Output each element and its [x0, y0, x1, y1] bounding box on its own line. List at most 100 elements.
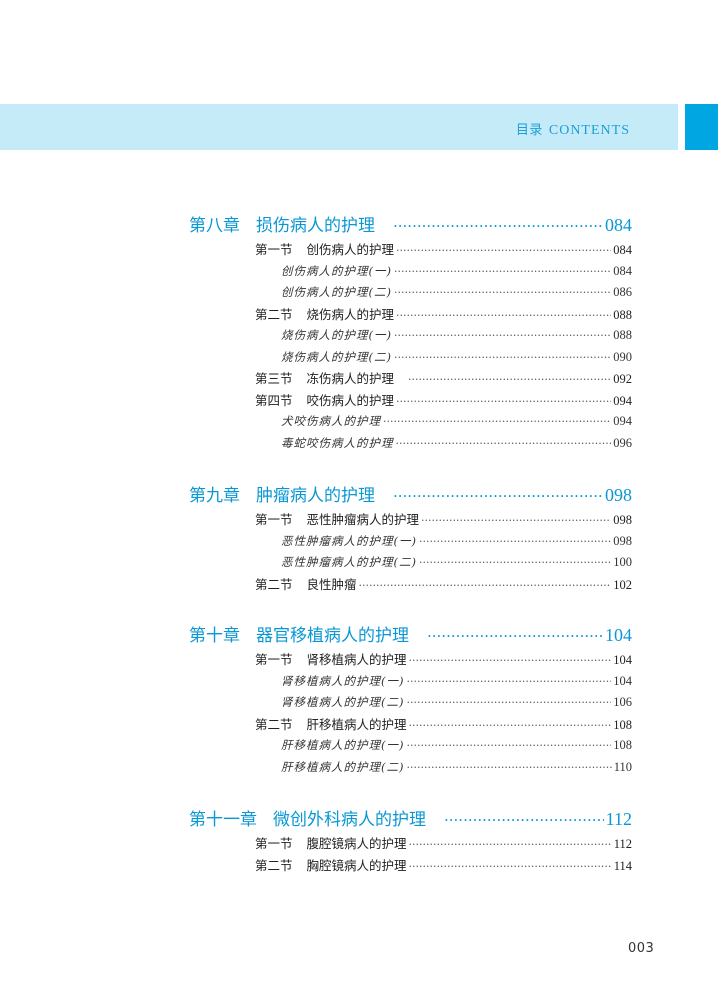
entry-page: 100 — [613, 555, 632, 569]
dot-leader — [394, 282, 611, 304]
entry-page: 112 — [613, 837, 632, 851]
header-title: 目录 CONTENTS — [516, 119, 630, 139]
entry-title: 咬伤病人的护理 — [306, 392, 395, 408]
toc-entry[interactable]: 第四节咬伤病人的护理094 — [189, 390, 632, 412]
dot-leader — [444, 806, 604, 834]
toc-entry[interactable]: 犬咬伤病人的护理094 — [189, 411, 632, 433]
toc-entry[interactable]: 第一节恶性肿瘤病人的护理098 — [189, 509, 632, 531]
toc-entry[interactable]: 肾移植病人的护理(一)104 — [189, 671, 632, 693]
toc-chapter-10: 第十章 器官移植病人的护理 104 第一节肾移植病人的护理104 肾移植病人的护… — [189, 621, 632, 778]
entry-page: 108 — [613, 717, 632, 732]
chapter-heading[interactable]: 第九章 肿瘤病人的护理 098 — [189, 481, 632, 509]
entry-page: 104 — [613, 653, 632, 667]
entry-page: 096 — [613, 435, 632, 450]
chapter-title: 器官移植病人的护理 — [256, 626, 409, 646]
dot-leader — [406, 735, 611, 757]
entry-title: 肝移植病人的护理(一) — [281, 738, 405, 752]
entry-title: 恶性肿瘤病人的护理(二) — [281, 555, 417, 569]
toc-entry[interactable]: 肝移植病人的护理(一) 108 — [189, 735, 632, 757]
entry-page: 084 — [613, 243, 632, 257]
entry-title: 肝移植病人的护理(二) — [281, 759, 405, 774]
toc-entry[interactable]: 第一节肾移植病人的护理104 — [189, 649, 632, 671]
toc-entry[interactable]: 创伤病人的护理(一)084 — [189, 261, 632, 283]
dot-leader — [419, 531, 611, 553]
section-number: 第三节 — [255, 371, 293, 386]
header-title-en: CONTENTS — [548, 123, 630, 138]
entry-title: 肾移植病人的护理(一) — [281, 673, 405, 688]
dot-leader — [408, 369, 611, 391]
entry-page: 086 — [613, 285, 632, 299]
chapter-page: 098 — [605, 485, 632, 505]
chapter-heading[interactable]: 第八章 损伤病人的护理 084 — [189, 211, 632, 239]
toc-entry[interactable]: 恶性肿瘤病人的护理(二) 100 — [189, 552, 632, 574]
toc-entry[interactable]: 第二节烧伤病人的护理088 — [189, 304, 632, 326]
entry-page: 102 — [613, 577, 632, 592]
chapter-page: 112 — [605, 809, 632, 829]
dot-leader — [393, 212, 603, 240]
page-number: 003 — [628, 941, 655, 956]
toc-entry[interactable]: 第二节胸腔镜病人的护理114 — [189, 855, 632, 877]
section-number: 第一节 — [255, 512, 293, 527]
toc-entry[interactable]: 第一节腹腔镜病人的护理112 — [189, 833, 632, 855]
chapter-number: 第十一章 — [189, 810, 257, 830]
entry-title: 恶性肿瘤病人的护理(一) — [281, 533, 417, 548]
entry-page: 084 — [613, 263, 632, 278]
section-number: 第二节 — [255, 716, 293, 732]
header-tab-marker — [685, 104, 718, 150]
chapter-heading[interactable]: 第十一章 微创外科病人的护理 112 — [189, 805, 632, 833]
entry-page: 088 — [613, 307, 632, 322]
chapter-number: 第十章 — [189, 626, 240, 646]
toc-entry[interactable]: 创伤病人的护理(二) 086 — [189, 282, 632, 304]
dot-leader — [359, 575, 612, 597]
entry-title: 良性肿瘤 — [306, 576, 357, 592]
chapter-title: 损伤病人的护理 — [256, 216, 375, 236]
entry-title: 烧伤病人的护理 — [306, 306, 395, 322]
dot-leader — [394, 347, 611, 369]
dot-leader — [409, 856, 612, 878]
entry-page: 108 — [613, 738, 632, 752]
dot-leader — [396, 305, 611, 327]
entry-page: 088 — [613, 328, 632, 342]
toc-entry[interactable]: 毒蛇咬伤病人的护理096 — [189, 433, 632, 455]
toc-entry[interactable]: 恶性肿瘤病人的护理(一) 098 — [189, 531, 632, 553]
dot-leader — [421, 510, 611, 532]
toc-entry[interactable]: 肝移植病人的护理(二) 110 — [189, 757, 632, 779]
toc-entry[interactable]: 烧伤病人的护理(二) 090 — [189, 347, 632, 369]
section-number: 第一节 — [255, 242, 293, 257]
dot-leader — [409, 834, 612, 856]
dot-leader — [406, 671, 611, 693]
entry-page: 110 — [613, 759, 632, 774]
entry-page: 092 — [613, 372, 632, 386]
entry-page: 090 — [613, 349, 632, 364]
entry-title: 烧伤病人的护理(二) — [281, 349, 392, 364]
section-number: 第二节 — [255, 576, 293, 592]
chapter-number: 第九章 — [189, 486, 240, 506]
toc-entry[interactable]: 第一节创伤病人的护理084 — [189, 239, 632, 261]
toc-chapter-9: 第九章 肿瘤病人的护理 098 第一节恶性肿瘤病人的护理098 恶性肿瘤病人的护… — [189, 481, 632, 595]
entry-title: 胸腔镜病人的护理 — [306, 857, 407, 873]
chapter-number: 第八章 — [189, 216, 240, 236]
entry-title: 冻伤病人的护理 — [306, 371, 395, 386]
section-number: 第二节 — [255, 857, 293, 873]
dot-leader — [409, 715, 612, 737]
entry-page: 094 — [613, 393, 632, 408]
chapter-heading[interactable]: 第十章 器官移植病人的护理 104 — [189, 621, 632, 649]
dot-leader — [427, 622, 603, 650]
entry-page: 098 — [613, 533, 632, 548]
entry-title: 犬咬伤病人的护理 — [281, 414, 381, 428]
chapter-page: 084 — [605, 215, 632, 235]
header-title-cn: 目录 — [515, 123, 543, 138]
dot-leader — [396, 391, 611, 413]
dot-leader — [406, 757, 611, 779]
dot-leader — [394, 325, 611, 347]
toc-entry[interactable]: 烧伤病人的护理(一)088 — [189, 325, 632, 347]
chapter-title: 肿瘤病人的护理 — [256, 486, 375, 506]
entry-title: 创伤病人的护理(二) — [281, 285, 392, 299]
section-number: 第一节 — [255, 652, 293, 667]
entry-title: 肝移植病人的护理 — [306, 716, 407, 732]
toc-entry[interactable]: 肾移植病人的护理(二)106 — [189, 692, 632, 714]
dot-leader — [406, 692, 611, 714]
